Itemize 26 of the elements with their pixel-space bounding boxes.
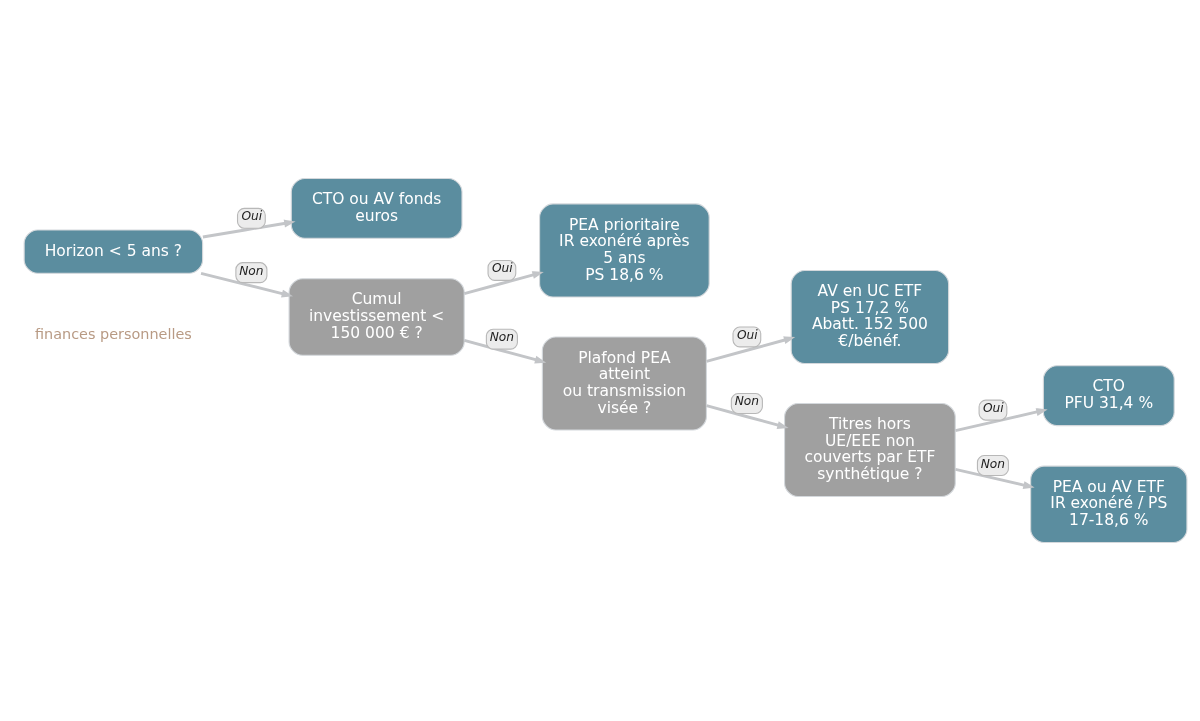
node-box: CTO ou AV fonds euros: [290, 177, 463, 239]
node-box: AV en UC ETF PS 17,2 % Abatt. 152 500 €/bénéf.: [790, 269, 950, 365]
arrow: [463, 339, 547, 364]
edge-label: Oui: [241, 209, 263, 224]
edge-label: Oui: [491, 261, 513, 276]
arrow: [706, 404, 789, 429]
arrow: [200, 271, 293, 298]
arrow: [706, 336, 796, 363]
edge-label: Non: [734, 394, 759, 409]
arrow: [202, 219, 296, 239]
arrow: [955, 408, 1048, 433]
node-box: PEA ou AV ETF IR exonéré / PS 17-18,6 %: [1030, 465, 1188, 544]
edge-label: Non: [239, 263, 264, 278]
node-box: PEA prioritaire IR exonéré après 5 ans PS 18,6 %: [539, 203, 710, 298]
node-box: Cumul investissement < 150 000 € ?: [288, 278, 465, 356]
arrow: [955, 467, 1035, 489]
edge-label: Non: [980, 456, 1006, 471]
edge-label: Non: [489, 330, 515, 345]
node-box: CTO PFU 31,4 %: [1042, 365, 1175, 427]
node-box: Titres hors UE/EEE non couverts par ETF synthétique ?: [784, 402, 956, 498]
edge-label: Oui: [736, 327, 758, 342]
label: finances personnelles: [34, 325, 192, 342]
arrow: [463, 271, 544, 295]
node-box: Horizon < 5 ans ?: [23, 229, 204, 274]
edge-label: Oui: [982, 401, 1004, 416]
node-box: Plafond PEA atteint ou transmission visée ?: [541, 336, 707, 431]
